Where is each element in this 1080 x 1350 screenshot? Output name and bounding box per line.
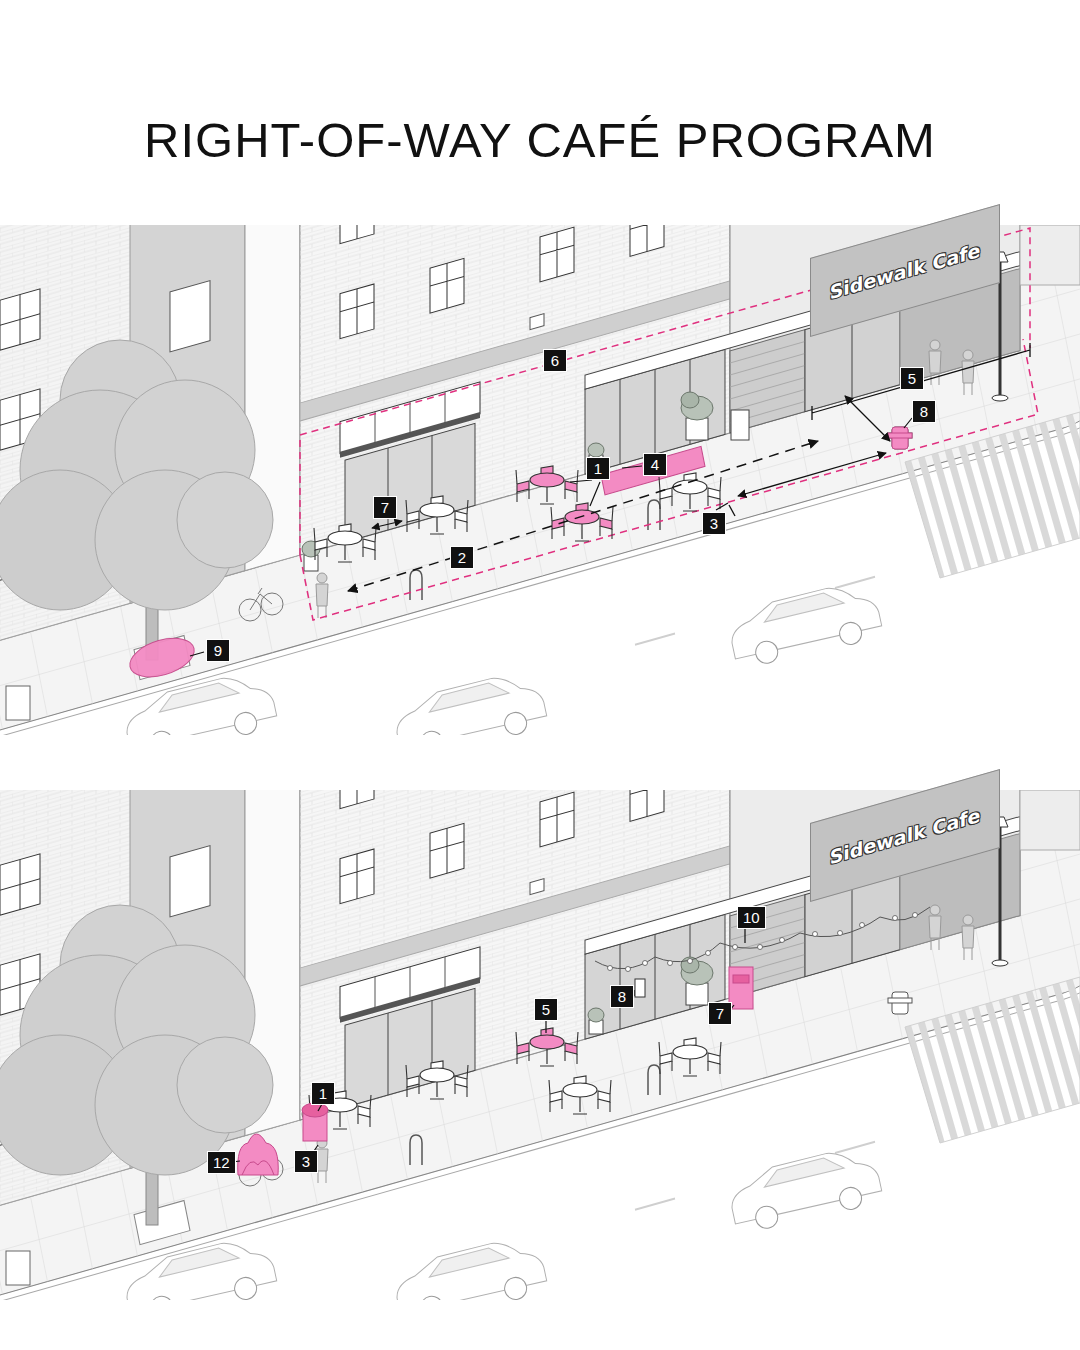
bottom-panel bbox=[688, 959, 693, 964]
top-panel bbox=[298, 339, 1038, 620]
top-panel bbox=[0, 225, 1080, 735]
top-panel bbox=[888, 433, 912, 438]
sign-text: Sidewalk Cafe bbox=[830, 803, 981, 868]
top-panel bbox=[127, 632, 198, 684]
bottom-panel bbox=[608, 966, 613, 971]
bottom-panel bbox=[780, 938, 785, 943]
callout-number: 1 bbox=[311, 1082, 335, 1105]
bottom-panel bbox=[635, 979, 645, 997]
bottom-panel bbox=[860, 923, 865, 928]
bottom-panel bbox=[668, 961, 673, 966]
page-title: RIGHT-OF-WAY CAFÉ PROGRAM bbox=[0, 112, 1080, 168]
bottom-panel bbox=[406, 1061, 468, 1099]
bottom-panel bbox=[0, 456, 1080, 1350]
callout-number: 10 bbox=[737, 906, 766, 929]
bottom-panel bbox=[302, 1103, 328, 1117]
top-panel bbox=[551, 503, 613, 541]
top-panel bbox=[116, 339, 1040, 684]
bottom-panel bbox=[516, 1028, 578, 1066]
top-panel bbox=[406, 496, 468, 534]
bottom-panel bbox=[733, 945, 738, 950]
bottom-panel bbox=[706, 951, 711, 956]
callout-number: 6 bbox=[543, 349, 567, 372]
top-panel bbox=[659, 473, 721, 511]
callout-number: 5 bbox=[534, 998, 558, 1021]
top-panel bbox=[516, 466, 578, 504]
callout-number: 12 bbox=[207, 1151, 236, 1174]
bottom-panel bbox=[549, 1076, 611, 1114]
bottom-panel bbox=[0, 790, 1080, 1300]
bottom-panel bbox=[238, 1134, 279, 1175]
top-panel bbox=[845, 396, 890, 441]
callout-number: 7 bbox=[708, 1002, 732, 1025]
bottom-panel bbox=[893, 916, 898, 921]
callout-number: 5 bbox=[900, 367, 924, 390]
top-panel bbox=[190, 418, 912, 656]
bottom-panel bbox=[659, 1038, 721, 1076]
top-panel bbox=[729, 505, 735, 516]
callout-number: 4 bbox=[643, 453, 667, 476]
bottom-panel bbox=[232, 927, 745, 1162]
callout-number: 1 bbox=[586, 457, 610, 480]
bottom-panel bbox=[813, 932, 818, 937]
bottom-panel bbox=[729, 967, 753, 1009]
bottom-panel bbox=[242, 1161, 274, 1175]
callout-number: 7 bbox=[373, 496, 397, 519]
top-panel bbox=[348, 441, 818, 591]
bottom-panel bbox=[838, 931, 843, 936]
sign-panel: Sidewalk Cafe bbox=[810, 769, 1000, 902]
sign-text: Sidewalk Cafe bbox=[830, 238, 981, 303]
callout-number: 2 bbox=[450, 546, 474, 569]
top-panel bbox=[372, 521, 402, 528]
sign-panel: Sidewalk Cafe bbox=[810, 204, 1000, 337]
bottom-panel bbox=[626, 967, 631, 972]
bottom-panel bbox=[0, 790, 1080, 1300]
top-panel bbox=[300, 228, 1030, 555]
callout-number: 3 bbox=[294, 1150, 318, 1173]
bottom-panel bbox=[595, 907, 930, 969]
bottom-panel bbox=[758, 945, 763, 950]
callout-number: 8 bbox=[912, 400, 936, 423]
bottom-panel bbox=[913, 913, 918, 918]
callout-number: 8 bbox=[610, 985, 634, 1008]
bottom-panel bbox=[643, 961, 648, 966]
callout-number: 3 bbox=[702, 512, 726, 535]
top-panel bbox=[0, 225, 1080, 735]
callout-number: 9 bbox=[206, 639, 230, 662]
bottom-panel bbox=[733, 975, 749, 983]
top-panel bbox=[314, 524, 376, 562]
top-panel bbox=[738, 453, 886, 496]
